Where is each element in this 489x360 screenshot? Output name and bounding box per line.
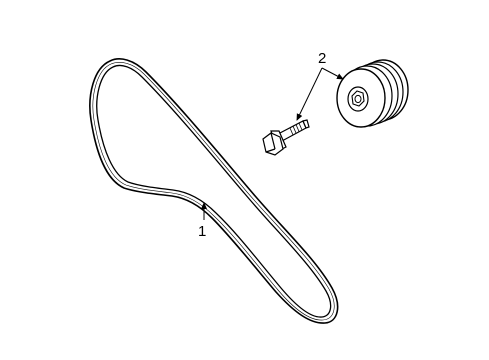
- callout-2: 2: [318, 50, 326, 67]
- bolt-head-edge-2: [265, 148, 276, 153]
- belt-inner-edge: [96, 64, 332, 318]
- drive-belt: [89, 58, 339, 324]
- callout-1: 1: [198, 223, 206, 240]
- pulley-bore: [354, 94, 362, 104]
- bolt-head-edge: [270, 132, 276, 150]
- idler-pulley: [336, 59, 409, 128]
- belt-outer-edge: [89, 58, 339, 324]
- bolt-threads: [289, 122, 303, 136]
- bolt-tip: [302, 119, 310, 129]
- leader-2-to-bolt: [296, 67, 323, 121]
- pulley-bolt: [262, 119, 310, 156]
- belt-rib-line: [92, 62, 335, 321]
- leader-2-to-pulley: [321, 67, 344, 80]
- leader-lines: [201, 67, 344, 220]
